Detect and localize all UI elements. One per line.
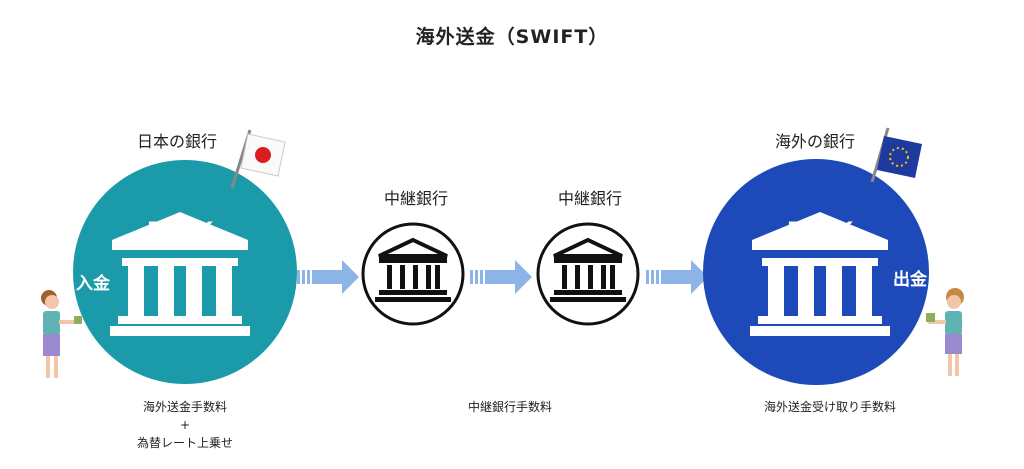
deposit-label: 入金 xyxy=(76,273,111,294)
exchange-rate-markup: 為替レート上乗せ xyxy=(136,436,233,450)
arrow-1-icon xyxy=(297,260,359,294)
intermediary-bank-1-label: 中継銀行 xyxy=(383,189,448,208)
foreign-bank-label: 海外の銀行 xyxy=(774,132,855,151)
japan-bank-text: BANK xyxy=(147,218,214,242)
overseas-transfer-fee: 海外送金手数料 xyxy=(142,400,227,414)
person-left-icon xyxy=(41,290,82,378)
foreign-bank-text: BANK xyxy=(787,218,854,242)
withdrawal-label: 出金 xyxy=(893,269,928,290)
intermediary-bank-2-label: 中継銀行 xyxy=(557,189,622,208)
page-title: 海外送金（SWIFT） xyxy=(415,26,609,48)
intermediary-bank-2-icon xyxy=(536,222,640,326)
intermediary-bank-1-icon xyxy=(361,222,465,326)
japan-bank-icon: BANK 入金 xyxy=(73,160,297,384)
foreign-bank-icon: BANK 出金 xyxy=(703,159,929,385)
receiver-fee: 海外送金受け取り手数料 xyxy=(763,400,896,414)
eu-flag-icon xyxy=(870,127,922,183)
sender-fees: 海外送金手数料 + 為替レート上乗せ xyxy=(105,398,265,452)
japan-flag-icon xyxy=(230,129,286,189)
person-right-icon xyxy=(926,288,964,376)
arrow-2-icon xyxy=(470,260,532,294)
japan-bank-label: 日本の銀行 xyxy=(136,132,217,151)
arrow-3-icon xyxy=(646,260,708,294)
plus-sign: + xyxy=(179,418,191,432)
intermediary-fee: 中継銀行手数料 xyxy=(467,400,552,414)
